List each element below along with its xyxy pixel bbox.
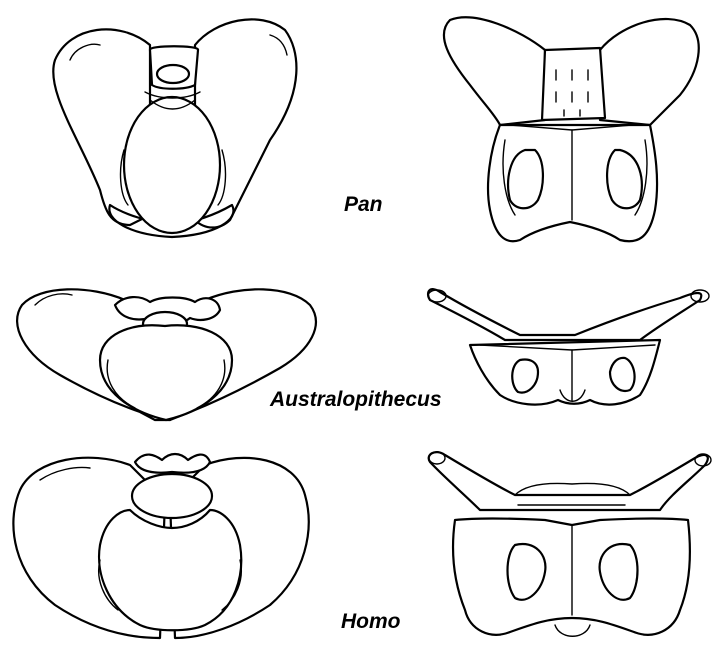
label-australopithecus: Australopithecus — [270, 388, 442, 412]
pan-pelvis-front-view — [444, 17, 699, 241]
homo-pelvis-top-view — [13, 454, 308, 638]
australopithecus-pelvis-front-view — [428, 289, 709, 404]
label-pan: Pan — [344, 193, 383, 217]
label-homo: Homo — [341, 610, 401, 634]
pan-pelvis-top-view — [53, 19, 296, 237]
homo-pelvis-front-view — [429, 452, 711, 636]
